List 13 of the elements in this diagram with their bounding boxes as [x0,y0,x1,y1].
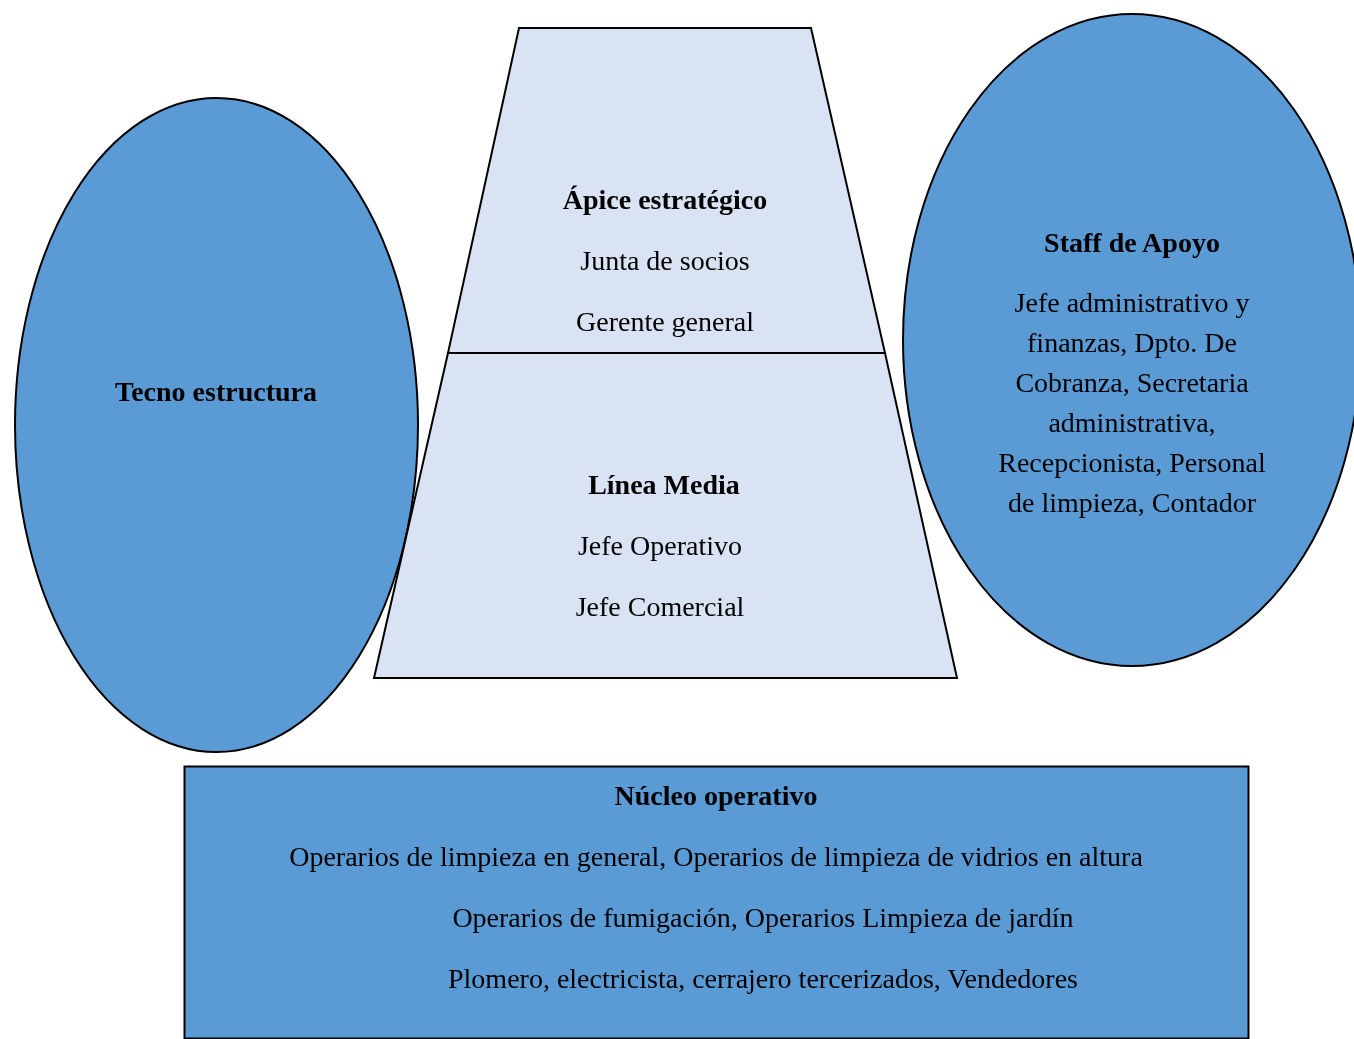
body-text: Gerente general [575,305,755,339]
heading: Tecno estructura [114,375,318,409]
heading: Ápice estratégico [561,183,769,217]
heading: Núcleo operativo [613,779,819,813]
body-text: Operarios de limpieza en general, Operarios de limpieza de vidrios en altura [288,840,1144,874]
body-text: Junta de socios [579,244,751,278]
body-text: Plomero, electricista, cerrajero tercerizados, Vendedores [447,962,1079,996]
body-text: Jefe administrativo y finanzas, Dpto. De Cobranza, Secretaria administrativa, Recepcionista, Personal de limpieza, Contador [997,286,1267,520]
heading: Línea Media [587,468,741,502]
body-text: Jefe Operativo [576,529,743,563]
heading: Staff de Apoyo [1043,226,1221,260]
body-text: Operarios de fumigación, Operarios Limpieza de jardín [451,901,1075,935]
body-text: Jefe Comercial [574,590,746,624]
